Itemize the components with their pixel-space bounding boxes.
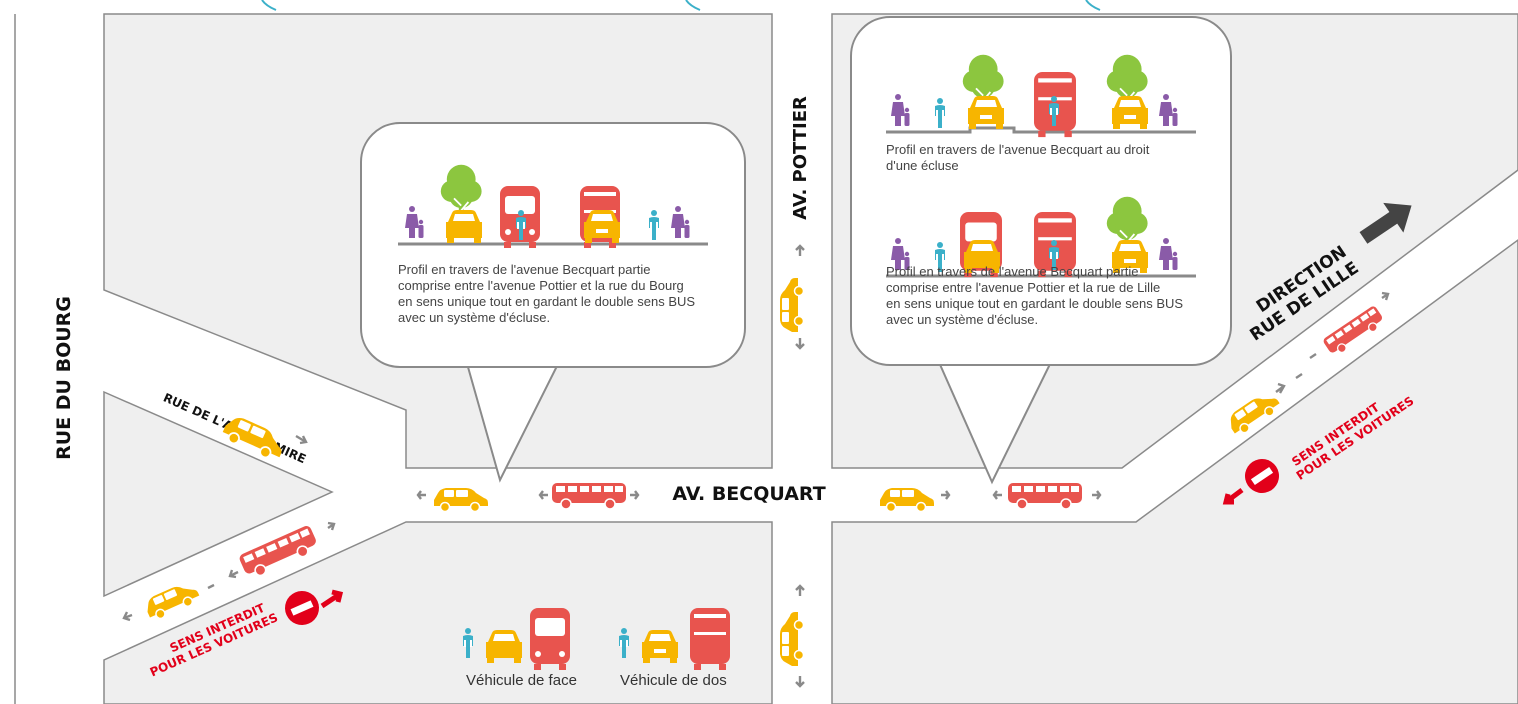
pedestrian-icon [891, 94, 910, 126]
legend-label-back: Véhicule de dos [620, 672, 727, 689]
pedestrian-icon [1159, 94, 1178, 126]
car-icon [779, 277, 805, 333]
city-block-left-triangle [103, 390, 334, 598]
arrow-left [228, 569, 239, 579]
arrow-right [295, 434, 308, 445]
arrow-right [630, 490, 640, 500]
car-icon [879, 487, 935, 513]
cross-section-lock-diagram [886, 53, 1196, 138]
arrow-right [1092, 490, 1102, 500]
arrow-right [941, 490, 951, 500]
bus-icon [551, 482, 627, 510]
car-icon [433, 487, 489, 513]
arrow-down [795, 676, 805, 688]
car-back-icon [968, 96, 1004, 129]
pedestrian-icon [671, 206, 690, 238]
arrow-right [1275, 382, 1286, 394]
city-block-right-bottom [831, 239, 1518, 704]
bus-icon [1007, 482, 1083, 510]
arrow-left [416, 489, 428, 501]
profile-bubble-left: Profil en travers de l'avenue Becquart p… [360, 122, 746, 368]
arrow-up [795, 244, 805, 256]
legend-bus-back-icon [690, 608, 730, 670]
arrow-right [207, 583, 215, 590]
car-icon [141, 578, 203, 624]
street-label-av-pottier: AV. POTTIER [790, 96, 811, 220]
arrow-up [795, 584, 805, 596]
cyclist-icon [935, 98, 945, 128]
arrow-left [122, 611, 133, 622]
bubble-tail-right [937, 359, 1053, 485]
arrow-down [795, 338, 805, 350]
street-label-av-becquart: AV. BECQUART [672, 483, 825, 505]
arrow-right [1381, 291, 1390, 301]
cross-section-right-diagram [886, 195, 1196, 278]
arrow-left [1295, 373, 1303, 379]
top-mark-mid [685, 0, 701, 11]
city-block-left-bottom [103, 521, 773, 704]
car-back-icon [1112, 96, 1148, 129]
car-icon [779, 611, 805, 667]
pedestrian-icon [405, 206, 424, 238]
profile-text-right-lock: Profil en travers de l'avenue Becquart a… [886, 142, 1150, 173]
no-entry-arrow [320, 589, 344, 609]
car-front-icon [446, 210, 482, 243]
cyclist-icon [649, 210, 659, 240]
legend-bus-front-icon [530, 608, 570, 670]
arrow-right [327, 521, 336, 531]
bubble-tail-left [465, 359, 561, 483]
top-mark-left [261, 0, 277, 11]
street-label-rue-du-bourg: RUE DU BOURG [53, 296, 75, 460]
arrow-left [538, 489, 550, 501]
no-entry-arrow [1222, 488, 1244, 505]
cross-section-diagram [398, 163, 708, 248]
top-mark-right [1085, 0, 1101, 11]
direction-arrow-icon [1359, 202, 1412, 244]
legend-label-face: Véhicule de face [466, 672, 577, 689]
profile-bubble-right: Profil en travers de l'avenue Becquart a… [850, 16, 1232, 366]
profile-text-left: Profil en travers de l'avenue Becquart p… [398, 262, 696, 325]
arrow-left [992, 489, 1004, 501]
arrow-left [1309, 353, 1317, 359]
profile-text-right: Profil en travers de l'avenue Becquart p… [886, 264, 1184, 327]
